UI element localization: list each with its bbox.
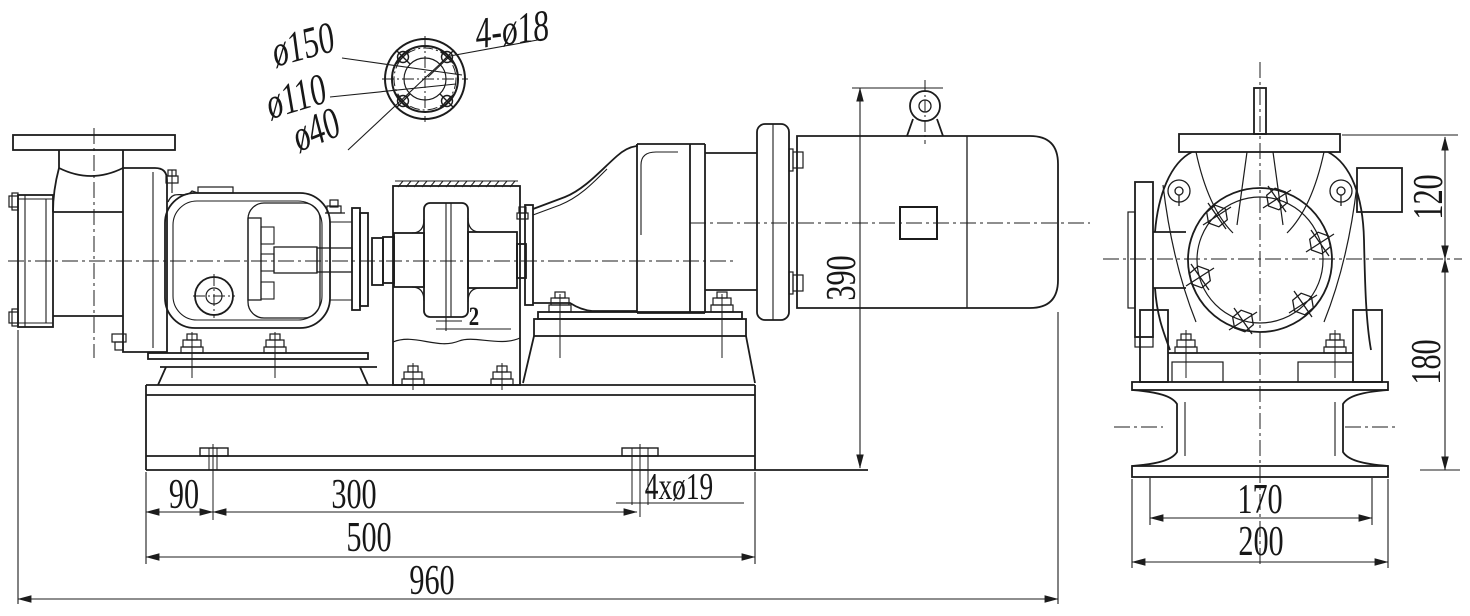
coupling-item-balloon: 2	[468, 302, 480, 331]
dimensions-side	[1131, 134, 1460, 568]
dim-120-label: 120	[1406, 174, 1452, 220]
dimensions-front	[17, 87, 1059, 604]
dim-500-label: 500	[346, 515, 392, 561]
pump-casing-cover	[111, 167, 179, 353]
break-line	[392, 337, 521, 345]
anchor-holes-label: 4xø19	[644, 466, 714, 508]
pump-front-view	[8, 80, 1090, 604]
dim-300-label: 300	[331, 472, 377, 518]
pump-side-view	[1103, 62, 1462, 568]
flange-detail-view	[329, 36, 544, 151]
lifting-eye	[906, 80, 944, 144]
side-feet-pedestal	[1139, 309, 1383, 383]
cover-hex-bolts	[1185, 185, 1335, 335]
bearing-housing	[164, 186, 395, 329]
dim-200-label: 200	[1238, 519, 1284, 565]
centerlines-side	[1103, 62, 1462, 568]
discharge-boss	[1356, 167, 1403, 213]
pump-foot-pedestal	[147, 332, 377, 386]
dim-180-label: 180	[1404, 339, 1450, 385]
small-plugs	[1167, 179, 1353, 206]
baseplate	[145, 384, 868, 520]
gearbox	[516, 123, 804, 321]
coupling-guard	[392, 180, 521, 390]
centerlines-front	[8, 128, 1090, 358]
dim-170-label: 170	[1237, 477, 1283, 523]
dim-390-label: 390	[819, 255, 865, 301]
flange-bolt-holes	[395, 49, 455, 109]
flange-leader-lines	[329, 38, 544, 151]
casing-ribs	[1162, 151, 1358, 323]
gearbox-pedestal	[522, 291, 756, 384]
flange-bolt-holes-label: 4-ø18	[472, 0, 552, 59]
pump-rear-cover	[8, 192, 123, 328]
sight-glass	[193, 274, 235, 318]
suction-flange	[12, 134, 176, 213]
item-leader	[436, 320, 511, 330]
coupling	[393, 202, 527, 331]
dim-960-label: 960	[409, 558, 455, 604]
dim-90-label: 90	[168, 472, 200, 518]
